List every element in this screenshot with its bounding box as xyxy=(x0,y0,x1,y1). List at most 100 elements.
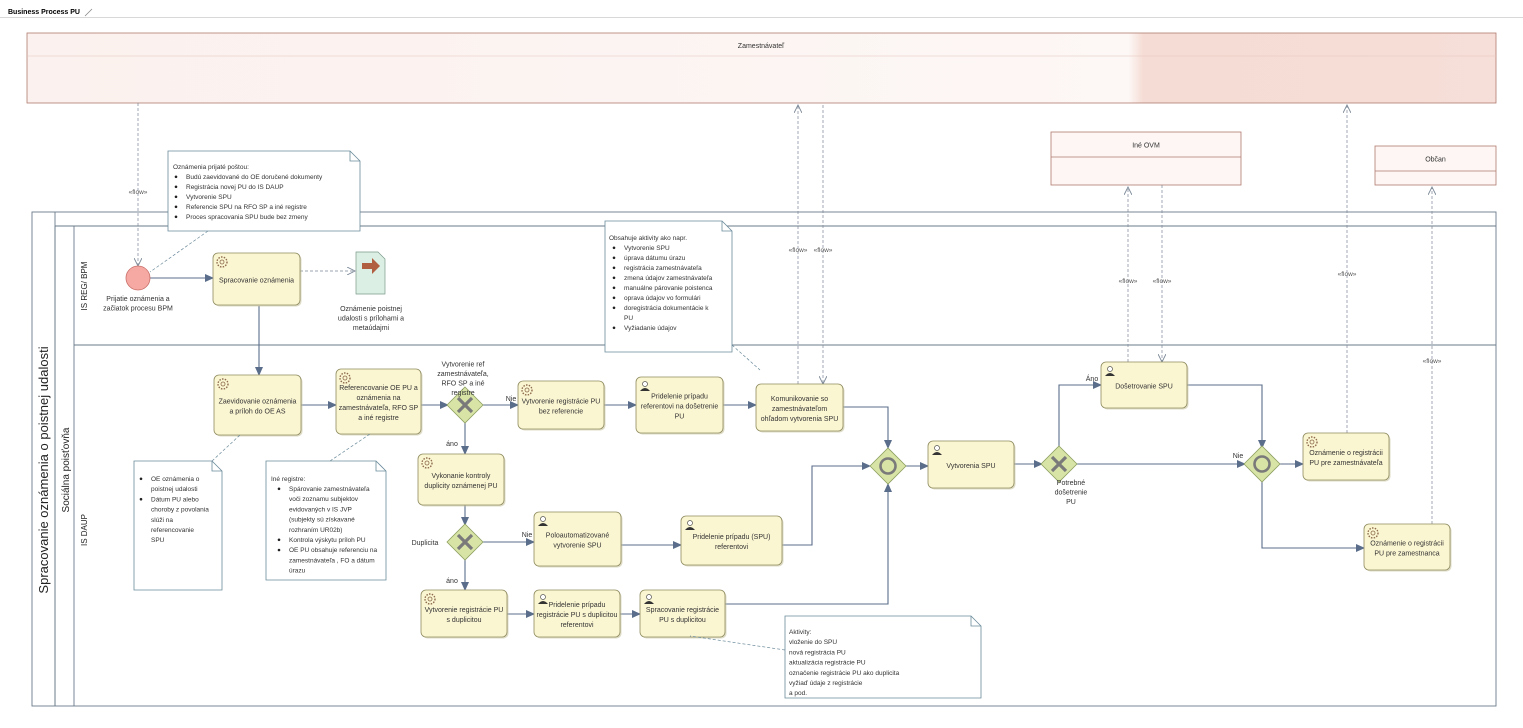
gateway-merge-o-icon xyxy=(879,457,897,475)
note-aktivity2-box xyxy=(784,615,982,699)
note-registre-item: (subjekty sú získavané xyxy=(289,517,355,524)
task-spracovanie-duplicita-label: PU s duplicitou xyxy=(659,617,706,624)
note-aktivity-title: Obsahuje aktivity ako napr. xyxy=(609,235,687,242)
gateway-referencia-label: Vytvorenie ref xyxy=(442,361,485,368)
task-pridelenie-spu[interactable] xyxy=(680,515,784,567)
artifact-oznamenie[interactable] xyxy=(355,251,386,295)
pool-citizen-body xyxy=(1374,145,1497,186)
user-icon-head xyxy=(1107,366,1113,372)
task-pridelenie-duplicita[interactable] xyxy=(533,589,622,639)
gateway-referencia-label: zamestnávateľa, xyxy=(437,371,489,378)
edge-ano-3: Áno xyxy=(1086,374,1099,383)
task-poloautomatizovane-label: Poloautomatizované xyxy=(546,533,610,540)
artifact-label: metaúdajmi xyxy=(353,325,390,332)
gateway-referencia[interactable] xyxy=(446,386,484,424)
gear-icon-hub xyxy=(219,259,225,265)
task-oznamenie-zamestnavatel[interactable] xyxy=(1302,432,1391,482)
note-oe-item: SPU xyxy=(151,537,165,544)
note-aktivity-item: doregistrácia dokumentácie k xyxy=(624,305,709,312)
gear-icon xyxy=(217,378,229,390)
task-vytvorenie-duplicita[interactable] xyxy=(420,589,509,639)
assoc-note-registre xyxy=(329,433,371,462)
note-aktivity-bullet xyxy=(612,306,616,310)
note-registre-item: rozhraním UR02b) xyxy=(289,527,342,534)
gateway-merge[interactable] xyxy=(869,447,907,485)
gateway-dosetrenie-label: došetrenie xyxy=(1055,490,1088,497)
note-posta-item: Registrácia novej PU do IS DAUP xyxy=(186,184,284,191)
assoc-note-aktivity2 xyxy=(689,635,786,651)
tab-divider xyxy=(0,17,1523,18)
gateway-merge-final[interactable] xyxy=(1243,445,1281,483)
task-poloautomatizovane[interactable] xyxy=(533,511,623,568)
task-vytvorenia-spu[interactable] xyxy=(927,440,1016,490)
task-dosetrovanie-spu[interactable] xyxy=(1100,361,1189,410)
gateway-referencia-label: RFO SP a iné xyxy=(441,380,484,387)
task-kontrola-duplicity[interactable] xyxy=(417,453,506,507)
diagram-tab[interactable]: Business Process PU xyxy=(6,4,94,20)
user-icon xyxy=(538,594,548,604)
pool-other-ovm[interactable]: Iné OVM xyxy=(1050,131,1242,186)
user-icon-head xyxy=(642,381,648,387)
pool-citizen-title: Občan xyxy=(1425,157,1446,164)
note-posta[interactable]: Oznámenia prijaté poštou:Budú zaevidovan… xyxy=(167,150,361,232)
note-posta-title: Oznámenia prijaté poštou: xyxy=(173,164,249,171)
pool-citizen[interactable]: Občan xyxy=(1374,145,1497,186)
tab-edit-icon xyxy=(84,8,93,17)
gateway-dosetrenie-label: Potrebné xyxy=(1057,480,1086,487)
user-icon-head xyxy=(687,520,693,526)
user-icon xyxy=(1105,366,1115,376)
lane-insurer-title: Sociálna poisťovňa xyxy=(61,427,72,512)
task-referencovanie[interactable] xyxy=(335,368,423,436)
gateway-duplicita[interactable] xyxy=(446,523,484,561)
artifact-doc xyxy=(355,251,386,295)
task-oznamenie-zamestnavatel-label: Oznámenie o registrácii xyxy=(1309,450,1383,457)
gear-icon-teeth xyxy=(339,372,351,384)
note-posta-bullet xyxy=(174,175,178,179)
user-icon xyxy=(932,445,942,455)
user-icon xyxy=(538,516,548,526)
gateway-dosetrenie[interactable] xyxy=(1040,445,1078,483)
pool-employer-body xyxy=(26,32,1497,104)
task-komunikovanie-label: Komunikovanie so xyxy=(771,396,828,403)
seq-spracovanie-gw2 xyxy=(725,483,892,605)
task-spracovanie-oznamenia[interactable] xyxy=(212,252,302,307)
user-icon-body xyxy=(640,388,650,391)
task-spracovanie-oznamenia-label: Spracovanie oznámenia xyxy=(219,278,294,285)
gateway-merge-final-diamond xyxy=(1243,445,1281,483)
note-aktivity-bullet xyxy=(612,296,616,300)
task-vytvorenie-bez-referencie[interactable] xyxy=(517,380,606,431)
gear-icon xyxy=(1367,527,1379,539)
note-aktivity-bullet xyxy=(612,256,616,260)
task-spracovanie-duplicita[interactable] xyxy=(639,589,727,639)
gateway-referencia-x-icon xyxy=(456,396,474,414)
user-icon-body xyxy=(538,601,548,604)
note-aktivity2-fold xyxy=(970,616,981,627)
note-registre[interactable]: Iné registre:Spárovanie zamestnávateľavo… xyxy=(265,460,387,581)
task-pridelenie-dosetrenie[interactable] xyxy=(635,376,725,435)
assoc-note-oe xyxy=(211,434,241,462)
note-oe-item: referencovanie xyxy=(151,527,194,534)
gear-icon-hub xyxy=(524,387,530,393)
note-oe-bullet xyxy=(139,497,143,501)
note-aktivity2-line: aktualizácia registrácie PU xyxy=(789,660,866,667)
task-komunikovanie[interactable] xyxy=(755,383,845,433)
start-event[interactable] xyxy=(125,265,151,291)
pool-employer[interactable]: Zamestnávateľ xyxy=(26,32,1497,104)
note-posta-bullet xyxy=(174,195,178,199)
note-aktivity2-line: vloženie do SPU xyxy=(789,639,837,646)
user-icon-body xyxy=(1105,373,1115,376)
task-oznamenie-zamestnanec[interactable] xyxy=(1363,523,1452,572)
task-referencovanie-label: Referencovanie OE PU a xyxy=(339,385,418,392)
gateway-duplicita-label: Duplicita xyxy=(412,540,439,547)
note-posta-box xyxy=(167,150,361,232)
user-icon xyxy=(644,594,654,604)
note-oe-item: slúži na xyxy=(151,517,173,524)
start-event-label: Prijatie oznámenia a xyxy=(106,296,170,303)
note-aktivity-item: manuálne párovanie poistenca xyxy=(624,285,713,292)
note-aktivity[interactable]: Obsahuje aktivity ako napr.Vytvorenie SP… xyxy=(604,220,733,353)
task-pridelenie-dosetrenie-label: Pridelenie prípadu xyxy=(651,394,708,401)
note-oe-item: poistnej udalosti xyxy=(151,486,198,493)
task-zaevidovanie[interactable] xyxy=(213,374,303,437)
